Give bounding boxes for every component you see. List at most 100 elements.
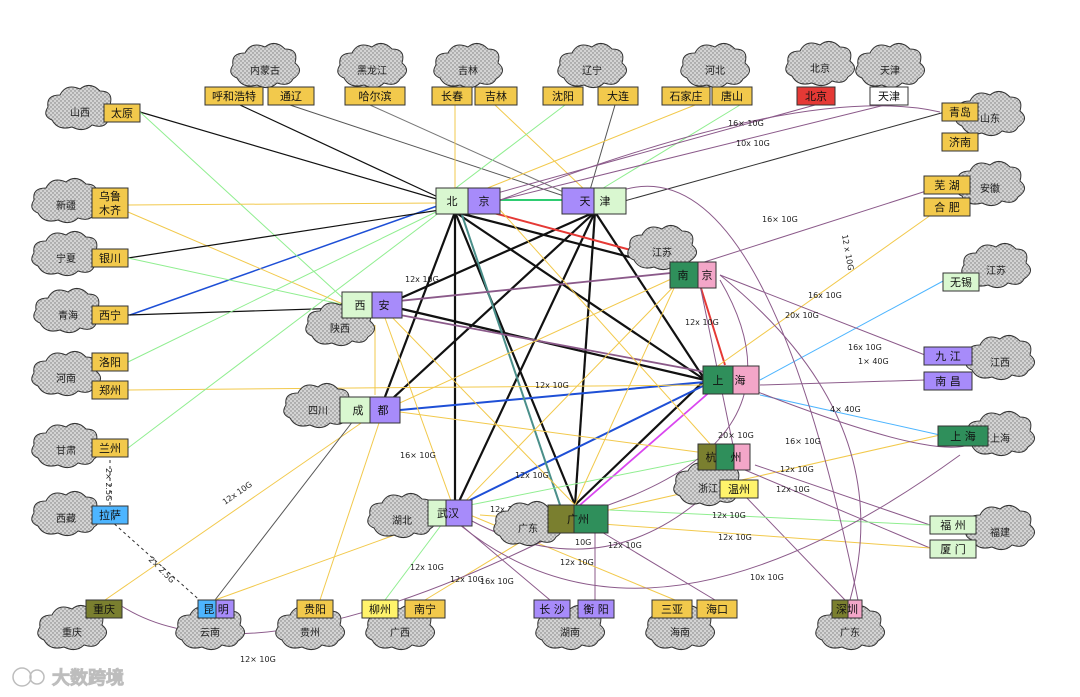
node-jinan[interactable]: 济南 bbox=[941, 132, 979, 152]
node-tianjin-top[interactable]: 天津 bbox=[869, 86, 909, 106]
node-luoyang[interactable]: 洛阳 bbox=[91, 352, 129, 372]
node-tongliao[interactable]: 通辽 bbox=[267, 86, 315, 106]
node-hangzhou[interactable]: 杭州 bbox=[697, 443, 751, 471]
svg-text:温州: 温州 bbox=[728, 483, 750, 496]
svg-text:海口: 海口 bbox=[706, 602, 728, 616]
svg-text:贵阳: 贵阳 bbox=[304, 603, 326, 616]
link-guangzhou-shanghai-magenta bbox=[579, 389, 713, 506]
region-cloud-tianjin: 天津 bbox=[855, 43, 925, 89]
region-cloud-tibet: 西藏 bbox=[31, 491, 101, 537]
svg-text:柳州: 柳州 bbox=[369, 602, 391, 616]
link-guangzhou-shanghai bbox=[574, 379, 706, 506]
node-tangshan[interactable]: 唐山 bbox=[711, 86, 753, 106]
node-lanzhou[interactable]: 兰州 bbox=[91, 438, 129, 458]
node-chongqing[interactable]: 重庆 bbox=[85, 599, 123, 619]
svg-text:北: 北 bbox=[447, 195, 458, 208]
node-hohhot[interactable]: 呼和浩特 bbox=[204, 86, 264, 106]
svg-text:太原: 太原 bbox=[111, 107, 133, 120]
node-nanchang[interactable]: 南 昌 bbox=[923, 371, 973, 391]
svg-text:长春: 长春 bbox=[441, 90, 463, 103]
node-wuxi[interactable]: 无锡 bbox=[942, 272, 980, 292]
svg-text:都: 都 bbox=[378, 404, 389, 417]
svg-text:唐山: 唐山 bbox=[721, 89, 743, 103]
edge-label: 12x 10G bbox=[405, 275, 439, 284]
region-cloud-fujian: 福建 bbox=[965, 505, 1035, 551]
svg-text:长 沙: 长 沙 bbox=[539, 603, 565, 616]
region-cloud-label: 宁夏 bbox=[56, 252, 76, 265]
link-tianjin-guangzhou bbox=[573, 211, 597, 506]
node-fuzhou[interactable]: 福 州 bbox=[929, 515, 977, 535]
node-guiyang[interactable]: 贵阳 bbox=[296, 599, 334, 619]
node-nanjing[interactable]: 南京 bbox=[669, 261, 717, 289]
node-tianjin[interactable]: 天津 bbox=[561, 187, 627, 215]
region-cloud-label: 吉林 bbox=[458, 64, 478, 77]
node-xian[interactable]: 西安 bbox=[341, 291, 403, 319]
node-shanghai-right[interactable]: 上 海 bbox=[937, 425, 989, 447]
node-liuzhou[interactable]: 柳州 bbox=[361, 599, 399, 619]
node-xining[interactable]: 西宁 bbox=[91, 305, 129, 325]
svg-text:成: 成 bbox=[353, 404, 364, 417]
svg-text:广州: 广州 bbox=[567, 513, 589, 526]
svg-text:拉萨: 拉萨 bbox=[99, 508, 121, 522]
node-dalian[interactable]: 大连 bbox=[597, 86, 639, 106]
node-wuhu[interactable]: 芜 湖 bbox=[923, 175, 971, 195]
node-beijing-top[interactable]: 北京 bbox=[796, 86, 836, 106]
svg-text:青岛: 青岛 bbox=[949, 105, 971, 119]
svg-text:呼和浩特: 呼和浩特 bbox=[212, 89, 256, 103]
svg-text:衡 阳: 衡 阳 bbox=[583, 603, 609, 616]
watermark: 大数跨境 bbox=[12, 667, 124, 689]
node-chengdu[interactable]: 成都 bbox=[339, 396, 401, 424]
node-changsha[interactable]: 长 沙 bbox=[533, 599, 571, 619]
node-jilin[interactable]: 吉林 bbox=[474, 86, 518, 106]
node-beijing[interactable]: 北京 bbox=[435, 187, 501, 215]
node-wuhan[interactable]: 武汉 bbox=[427, 499, 473, 527]
region-cloud-label: 江苏 bbox=[652, 246, 672, 259]
node-shanghai[interactable]: 上海 bbox=[702, 365, 760, 395]
edge-label: 16x 10G bbox=[848, 343, 882, 352]
region-cloud-label: 青海 bbox=[58, 309, 78, 322]
svg-text:郑州: 郑州 bbox=[99, 383, 121, 397]
node-shijiazhuang[interactable]: 石家庄 bbox=[661, 86, 711, 106]
svg-text:哈尔滨: 哈尔滨 bbox=[359, 89, 392, 103]
node-harbin[interactable]: 哈尔滨 bbox=[344, 86, 406, 106]
edge-label: 12x 10G bbox=[712, 511, 746, 520]
node-jiujiang[interactable]: 九 江 bbox=[923, 346, 973, 366]
svg-text:上: 上 bbox=[713, 374, 724, 387]
region-cloud-label: 黑龙江 bbox=[357, 64, 387, 77]
link-nanjing-shanghai-red bbox=[699, 284, 726, 366]
node-yinchuan[interactable]: 银川 bbox=[91, 248, 129, 268]
node-taiyuan[interactable]: 太原 bbox=[103, 103, 141, 123]
region-cloud-inner-mongolia: 内蒙古 bbox=[230, 43, 300, 89]
link-beijing-guangzhou bbox=[453, 211, 577, 506]
svg-text:福 州: 福 州 bbox=[940, 518, 966, 532]
svg-text:京: 京 bbox=[479, 194, 490, 208]
edge-label: 12x 10G bbox=[410, 563, 444, 572]
node-nanning[interactable]: 南宁 bbox=[404, 599, 446, 619]
svg-text:乌鲁: 乌鲁 bbox=[99, 189, 121, 203]
region-cloud-beijing: 北京 bbox=[785, 41, 855, 87]
node-kunming[interactable]: 昆 明 bbox=[197, 599, 235, 619]
node-hefei[interactable]: 合 肥 bbox=[923, 197, 971, 217]
edge-label: 12x 10G bbox=[221, 480, 254, 507]
node-shenyang[interactable]: 沈阳 bbox=[542, 86, 584, 106]
node-haikou[interactable]: 海口 bbox=[696, 599, 738, 619]
node-sanya[interactable]: 三亚 bbox=[651, 599, 693, 619]
node-qingdao[interactable]: 青岛 bbox=[941, 102, 979, 122]
node-xiamen[interactable]: 厦 门 bbox=[929, 539, 977, 559]
link-chengdu-xian-purple bbox=[359, 269, 701, 306]
svg-text:天: 天 bbox=[580, 195, 591, 208]
edge-label: 4× 40G bbox=[830, 405, 861, 414]
node-zhengzhou[interactable]: 郑州 bbox=[91, 380, 129, 400]
edge-label: 16x 10G bbox=[808, 291, 842, 300]
city-nodes-layer: 呼和浩特 通辽 哈尔滨 长春 吉林 沈阳 大连 石家庄 唐山 北京 天津 太原 … bbox=[85, 86, 989, 619]
region-cloud-label: 重庆 bbox=[62, 626, 82, 639]
node-wenzhou[interactable]: 温州 bbox=[719, 479, 759, 499]
node-lhasa[interactable]: 拉萨 bbox=[91, 505, 129, 525]
node-changchun[interactable]: 长春 bbox=[431, 86, 473, 106]
node-guangzhou[interactable]: 广州 bbox=[547, 504, 609, 534]
node-hengyang[interactable]: 衡 阳 bbox=[577, 599, 615, 619]
region-cloud-label: 贵州 bbox=[300, 626, 320, 639]
node-shenzhen[interactable]: 深圳 bbox=[831, 599, 863, 619]
